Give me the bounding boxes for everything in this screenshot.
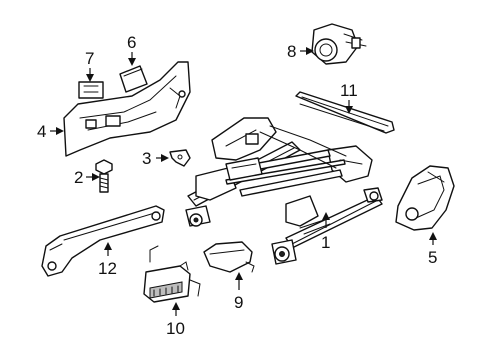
part-7-switch (78, 81, 104, 99)
part-4-seat-shield (63, 61, 191, 157)
callout-2: 2 (74, 168, 83, 187)
part-1-adjuster-frame (185, 117, 383, 265)
callout-7: 7 (85, 49, 94, 68)
callout-12: 12 (98, 259, 117, 278)
part-5-side-shield (395, 165, 455, 231)
callout-4: 4 (37, 122, 46, 141)
callout-10: 10 (166, 319, 185, 338)
callout-3: 3 (142, 149, 151, 168)
callout-6: 6 (127, 33, 136, 52)
part-10-control-module (143, 245, 201, 303)
callout-1: 1 (321, 233, 330, 252)
callout-5: 5 (428, 248, 437, 267)
part-3-bracket (169, 149, 191, 167)
part-11-track-bar (295, 91, 395, 134)
part-6-knob (119, 65, 148, 93)
part-8-motor (311, 23, 367, 65)
callout-labels: 1 2 3 4 5 6 7 8 9 10 11 12 (37, 33, 437, 338)
part-9-module (203, 241, 255, 273)
callout-11: 11 (340, 81, 358, 100)
callout-8: 8 (287, 42, 296, 61)
part-2-bolt (95, 159, 113, 193)
leader-lines (50, 47, 437, 316)
part-12-trim-rail (41, 205, 165, 277)
callout-9: 9 (234, 293, 243, 312)
